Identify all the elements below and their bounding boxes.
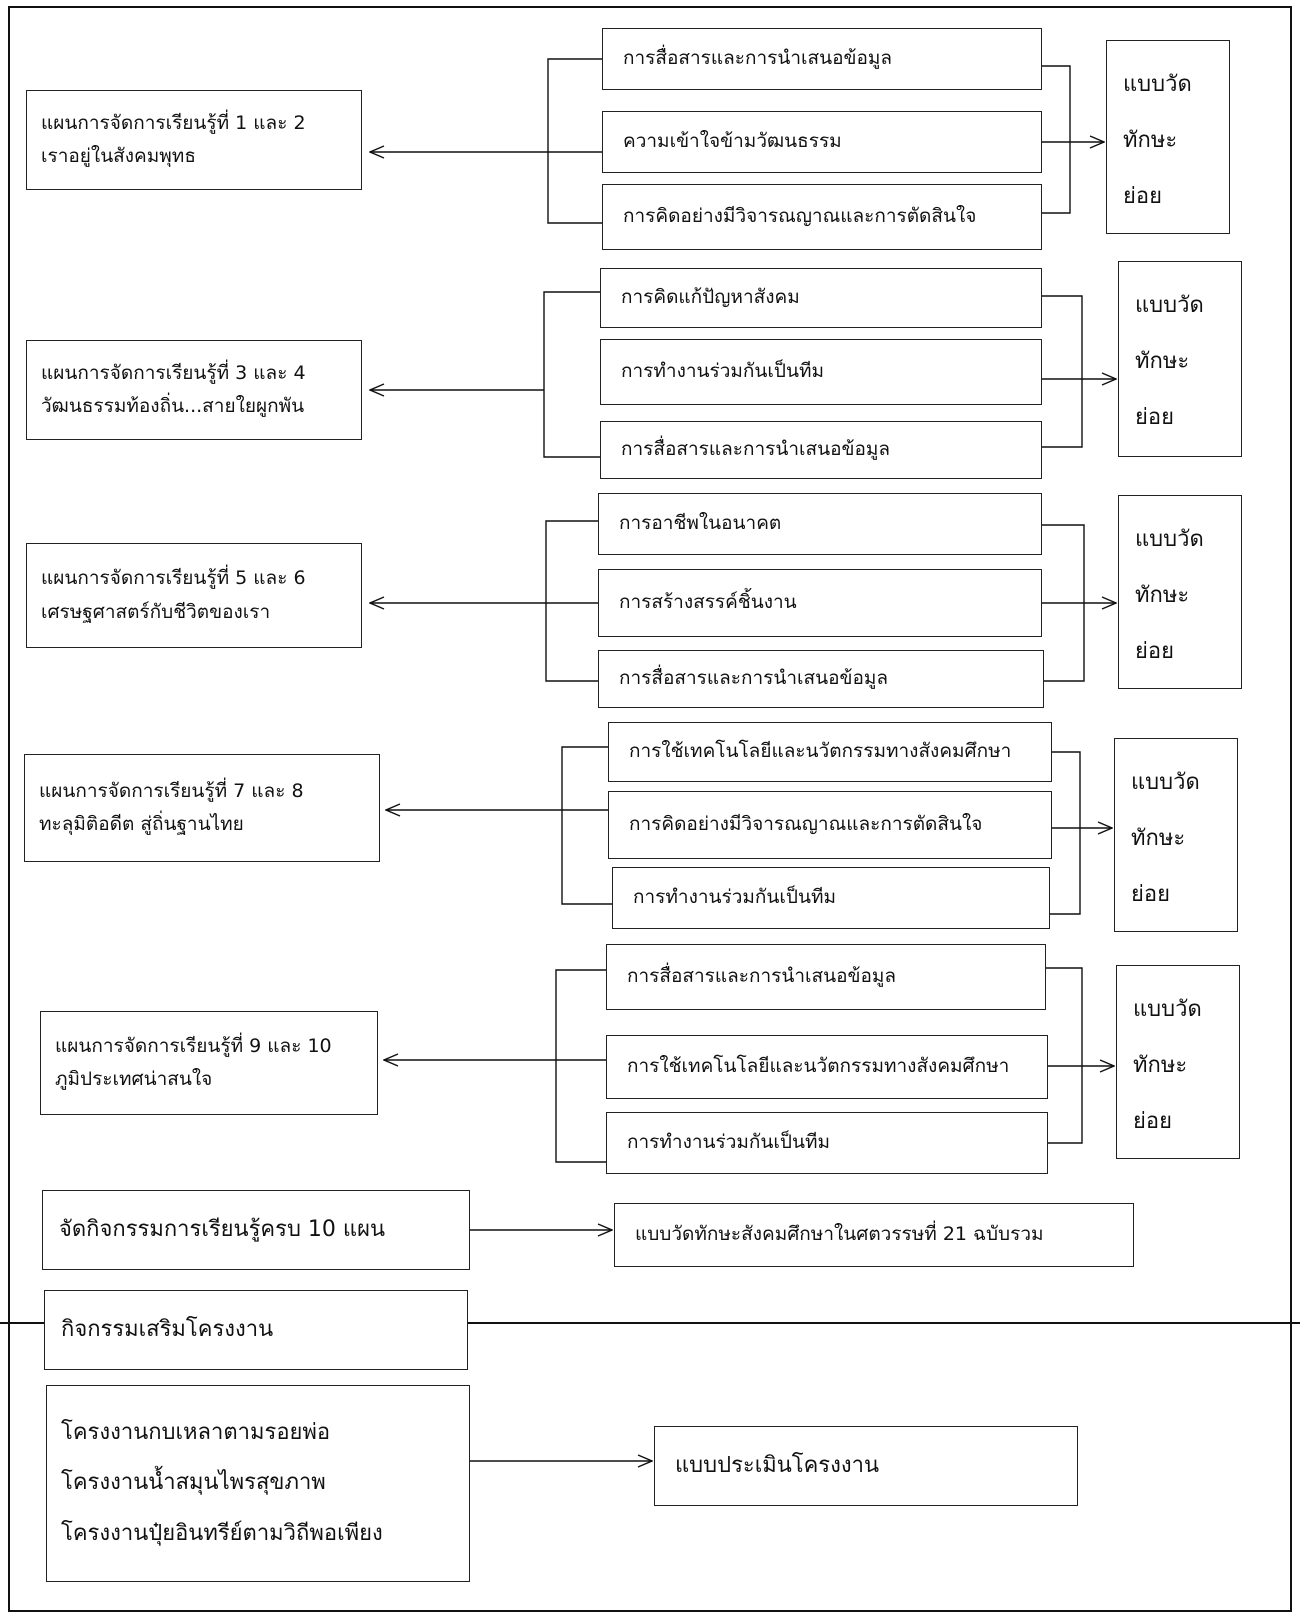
skill-box: การใช้เทคโนโลยีและนวัตกรรมทางสังคมศึกษา <box>608 722 1052 782</box>
skill-box: การคิดอย่างมีวิจารณญาณและการตัดสินใจ <box>608 791 1052 859</box>
plan-title: แผนการจัดการเรียนรู้ที่ 1 และ 2 <box>41 111 306 134</box>
skill-box: การทำงานร่วมกันเป็นทีม <box>600 339 1042 405</box>
skill-label: การอาชีพในอนาคต <box>619 512 782 535</box>
measure-label: ทักษะ <box>1123 128 1178 154</box>
skill-label: การคิดอย่างมีวิจารณญาณและการตัดสินใจ <box>629 813 983 836</box>
measure-label: แบบวัด <box>1123 72 1192 97</box>
outer-frame <box>8 6 1292 1612</box>
plan-title: แผนการจัดการเรียนรู้ที่ 3 และ 4 <box>41 361 306 384</box>
plan-box-2: แผนการจัดการเรียนรู้ที่ 3 และ 4 วัฒนธรรม… <box>26 340 362 440</box>
skill-label: ความเข้าใจข้ามวัฒนธรรม <box>623 130 842 153</box>
section-divider <box>0 1322 1300 1324</box>
project-item: โครงงานกบเหลาตามรอยพ่อ <box>61 1419 331 1445</box>
skill-label: การสื่อสารและการนำเสนอข้อมูล <box>627 965 897 988</box>
skill-box: การสื่อสารและการนำเสนอข้อมูล <box>600 421 1042 479</box>
skill-box: การคิดอย่างมีวิจารณญาณและการตัดสินใจ <box>602 184 1042 250</box>
skill-box: การทำงานร่วมกันเป็นทีม <box>606 1112 1048 1174</box>
plan-topic: วัฒนธรรมท้องถิ่น...สายใยผูกพัน <box>41 395 305 417</box>
plan-topic: ภูมิประเทศน่าสนใจ <box>55 1068 213 1090</box>
skill-label: การสื่อสารและการนำเสนอข้อมูล <box>621 438 891 461</box>
measure-box: แบบวัด ทักษะ ย่อย <box>1118 495 1242 689</box>
skill-box: การทำงานร่วมกันเป็นทีม <box>612 867 1050 929</box>
plan-topic: เศรษฐศาสตร์กับชีวิตของเรา <box>41 600 271 623</box>
measure-label: ย่อย <box>1131 882 1170 908</box>
skill-box: การใช้เทคโนโลยีและนวัตกรรมทางสังคมศึกษา <box>606 1035 1048 1099</box>
plan-box-1: แผนการจัดการเรียนรู้ที่ 1 และ 2 เราอยู่ใ… <box>26 90 362 190</box>
project-header-label: กิจกรรมเสริมโครงงาน <box>61 1316 274 1342</box>
project-item: โครงงานน้ำสมุนไพรสุขภาพ <box>61 1470 326 1496</box>
measure-label: ย่อย <box>1123 184 1162 210</box>
skill-label: การสื่อสารและการนำเสนอข้อมูล <box>623 47 893 70</box>
skill-label: การทำงานร่วมกันเป็นทีม <box>633 886 836 909</box>
measure-label: ย่อย <box>1135 405 1174 431</box>
skill-box: การสื่อสารและการนำเสนอข้อมูล <box>606 944 1046 1010</box>
measure-box: แบบวัด ทักษะ ย่อย <box>1118 261 1242 457</box>
skill-box: การสื่อสารและการนำเสนอข้อมูล <box>598 650 1044 708</box>
measure-label: ย่อย <box>1133 1109 1172 1135</box>
plan-topic: ทะลุมิติอดีต สู่ถิ่นฐานไทย <box>39 813 244 835</box>
measure-box: แบบวัด ทักษะ ย่อย <box>1106 40 1230 234</box>
plan-box-3: แผนการจัดการเรียนรู้ที่ 5 และ 6 เศรษฐศาส… <box>26 543 362 648</box>
measure-label: ทักษะ <box>1135 349 1190 375</box>
measure-label: ทักษะ <box>1131 826 1186 852</box>
project-evaluation-box: แบบประเมินโครงงาน <box>654 1426 1078 1506</box>
skill-label: การใช้เทคโนโลยีและนวัตกรรมทางสังคมศึกษา <box>629 740 1012 763</box>
project-item: โครงงานปุ๋ยอินทรีย์ตามวิถีพอเพียง <box>61 1520 383 1546</box>
skill-box: การสร้างสรรค์ชิ้นงาน <box>598 569 1042 637</box>
summary-target-label: แบบวัดทักษะสังคมศึกษาในศตวรรษที่ 21 ฉบับ… <box>635 1223 1044 1246</box>
skill-label: การสร้างสรรค์ชิ้นงาน <box>619 591 797 614</box>
skill-label: การใช้เทคโนโลยีและนวัตกรรมทางสังคมศึกษา <box>627 1055 1010 1078</box>
plan-topic: เราอยู่ในสังคมพุทธ <box>41 145 196 167</box>
measure-label: ทักษะ <box>1135 583 1190 609</box>
measure-label: ทักษะ <box>1133 1053 1188 1079</box>
measure-label: ย่อย <box>1135 639 1174 665</box>
measure-box: แบบวัด ทักษะ ย่อย <box>1114 738 1238 932</box>
project-list-box: โครงงานกบเหลาตามรอยพ่อ โครงงานน้ำสมุนไพร… <box>46 1385 470 1582</box>
summary-source-label: จัดกิจกรรมการเรียนรู้ครบ 10 แผน <box>59 1216 386 1242</box>
skill-box: ความเข้าใจข้ามวัฒนธรรม <box>602 111 1042 173</box>
skill-label: การสื่อสารและการนำเสนอข้อมูล <box>619 667 889 690</box>
measure-label: แบบวัด <box>1135 293 1204 318</box>
summary-source-box: จัดกิจกรรมการเรียนรู้ครบ 10 แผน <box>42 1190 470 1270</box>
measure-label: แบบวัด <box>1131 770 1200 795</box>
skill-label: การทำงานร่วมกันเป็นทีม <box>627 1131 830 1154</box>
measure-label: แบบวัด <box>1133 997 1202 1022</box>
skill-box: การสื่อสารและการนำเสนอข้อมูล <box>602 28 1042 90</box>
skill-label: การทำงานร่วมกันเป็นทีม <box>621 360 824 383</box>
plan-box-4: แผนการจัดการเรียนรู้ที่ 7 และ 8 ทะลุมิติ… <box>24 754 380 862</box>
plan-title: แผนการจัดการเรียนรู้ที่ 9 และ 10 <box>55 1034 332 1057</box>
plan-box-5: แผนการจัดการเรียนรู้ที่ 9 และ 10 ภูมิประ… <box>40 1011 378 1115</box>
skill-box: การคิดแก้ปัญหาสังคม <box>600 268 1042 328</box>
plan-title: แผนการจัดการเรียนรู้ที่ 5 และ 6 <box>41 567 306 590</box>
plan-title: แผนการจัดการเรียนรู้ที่ 7 และ 8 <box>39 779 304 802</box>
skill-label: การคิดอย่างมีวิจารณญาณและการตัดสินใจ <box>623 205 977 228</box>
skill-label: การคิดแก้ปัญหาสังคม <box>621 286 800 309</box>
project-evaluation-label: แบบประเมินโครงงาน <box>675 1452 879 1478</box>
measure-box: แบบวัด ทักษะ ย่อย <box>1116 965 1240 1159</box>
summary-target-box: แบบวัดทักษะสังคมศึกษาในศตวรรษที่ 21 ฉบับ… <box>614 1203 1134 1267</box>
skill-box: การอาชีพในอนาคต <box>598 493 1042 555</box>
project-header-box: กิจกรรมเสริมโครงงาน <box>44 1290 468 1370</box>
measure-label: แบบวัด <box>1135 527 1204 552</box>
